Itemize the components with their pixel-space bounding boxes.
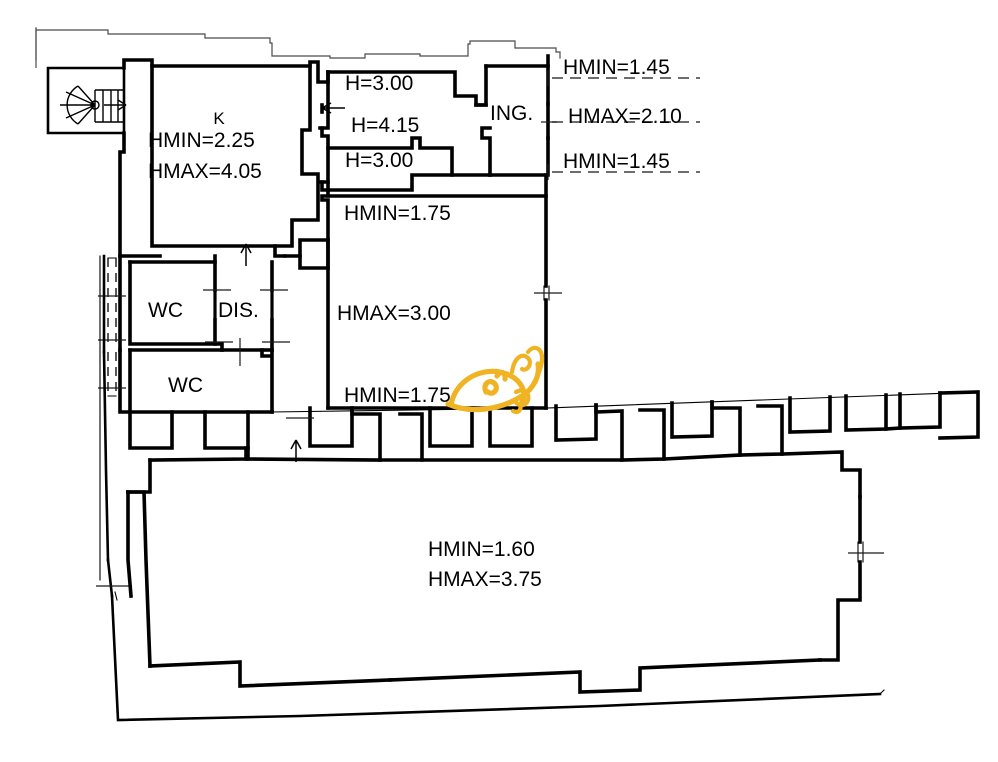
label-wc-lower: WC	[168, 374, 203, 397]
label-kitchen-hmax: HMAX=4.05	[148, 160, 262, 183]
label-h-300-bottom: H=3.00	[345, 149, 413, 172]
room-kitchen-walls	[118, 58, 330, 258]
outer-boundary-left	[96, 254, 132, 601]
rooms-wc-dis-walls	[118, 243, 290, 414]
label-h-300-top: H=3.00	[345, 72, 413, 95]
handwritten-annotation	[445, 345, 545, 415]
crenellated-wall-band	[128, 390, 980, 462]
label-dis: DIS.	[218, 299, 259, 322]
label-large-hmax: HMAX=3.75	[428, 568, 542, 591]
dimension-lines-right	[541, 70, 700, 180]
room-large-walls	[126, 417, 884, 694]
label-right-hmin-top: HMIN=1.45	[563, 56, 670, 79]
outer-boundary-thin	[35, 27, 561, 68]
label-h-415: H=4.15	[351, 114, 419, 137]
text-labels: K HMIN=2.25 HMAX=4.05 H=3.00 H=4.15 H=3.…	[148, 56, 682, 591]
dashed-wall-left	[98, 257, 126, 397]
right-main-wall	[534, 54, 562, 410]
label-central-hmax: HMAX=3.00	[337, 302, 451, 325]
label-central-hmin-top: HMIN=1.75	[344, 202, 451, 225]
stairwell	[46, 66, 127, 135]
label-kitchen-hmin: HMIN=2.25	[148, 129, 255, 152]
outer-boundary-bottom	[110, 594, 885, 722]
label-entrance: ING.	[490, 102, 533, 125]
label-right-hmax-mid: HMAX=2.10	[568, 105, 682, 128]
label-kitchen-name: K	[213, 109, 225, 128]
label-large-hmin: HMIN=1.60	[428, 538, 535, 561]
label-right-hmin-bottom: HMIN=1.45	[563, 150, 670, 173]
label-central-hmin-bottom: HMIN=1.75	[344, 384, 451, 407]
label-wc-upper: WC	[148, 299, 183, 322]
